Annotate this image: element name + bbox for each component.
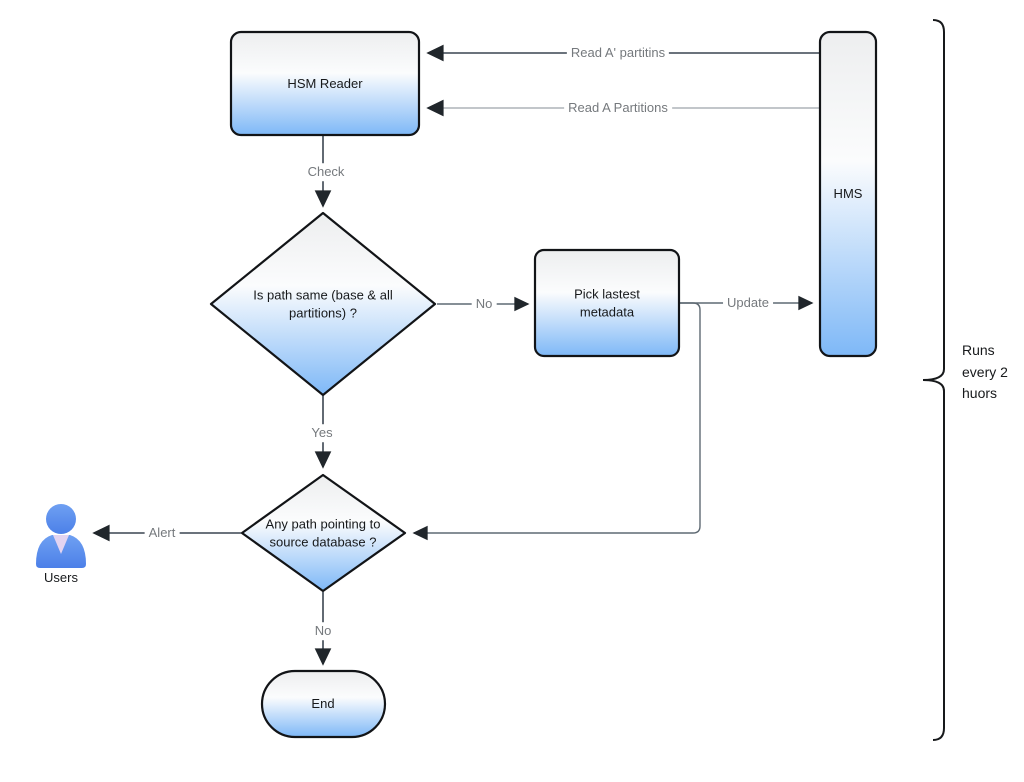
- decision-any-path-node: [240, 473, 407, 593]
- decision-path-same-node: [209, 211, 437, 397]
- hms-node: [818, 30, 878, 358]
- runs-every-note: Runs every 2 huors: [962, 342, 1008, 402]
- runs-every-brace: [922, 19, 945, 741]
- users-icon: [36, 504, 86, 568]
- hsm-reader-node: [229, 30, 421, 137]
- end-node: [260, 669, 387, 739]
- edge-pick-to-decision2: [412, 302, 701, 541]
- pick-latest-node: [533, 248, 681, 358]
